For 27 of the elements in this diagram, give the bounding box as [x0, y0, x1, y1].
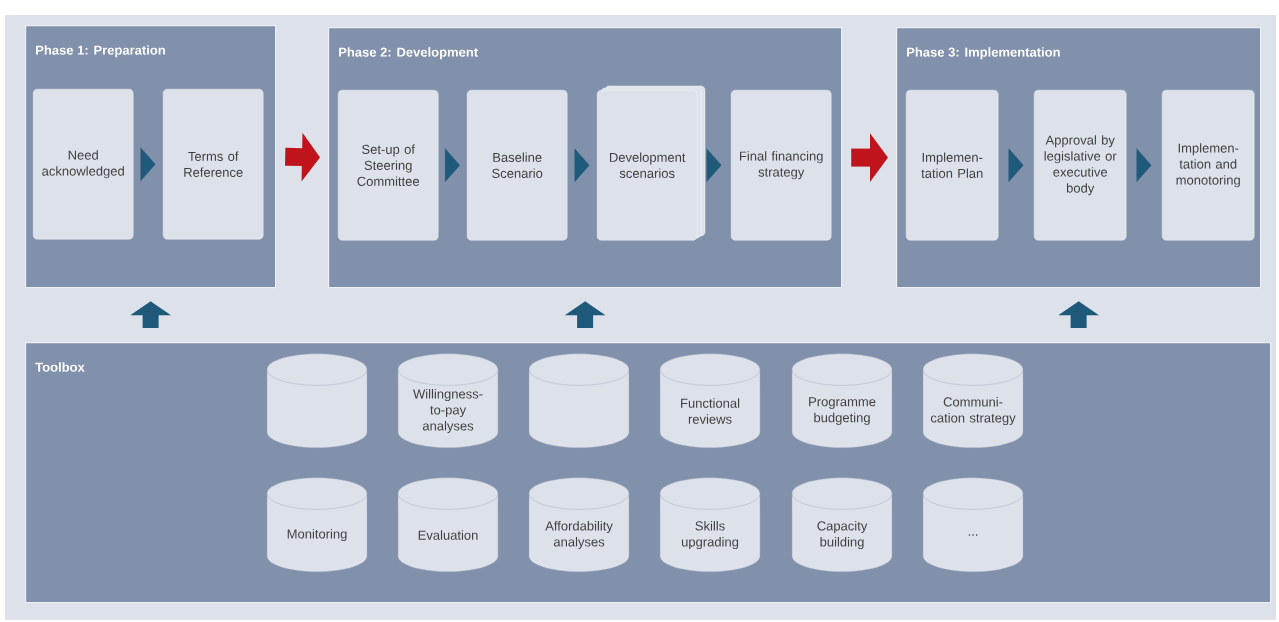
tool-cylinder: Monitoring: [266, 477, 368, 573]
tool-cylinder: Capacity building: [791, 477, 893, 573]
tool-cylinder: [266, 353, 368, 449]
tool-cylinder: [528, 353, 630, 449]
tool-cylinder: ...: [922, 477, 1024, 573]
tool-cylinder: Communi- cation strategy: [922, 353, 1024, 449]
stacked-cards: Development scenarios: [597, 85, 706, 241]
chevron-arrow: [444, 148, 460, 183]
step-card: Set-up of Steering Committee: [338, 90, 439, 241]
chevron-arrow: [574, 148, 590, 183]
step-card: Implemen- tation Plan: [906, 90, 999, 241]
step-card: Terms of Reference: [163, 89, 264, 240]
chevron-arrow: [706, 148, 722, 183]
tool-cylinder: Skills upgrading: [659, 477, 761, 573]
step-card: Final financing strategy: [731, 90, 832, 241]
chevron-arrow: [140, 147, 156, 182]
tool-cylinder: Affordability analyses: [528, 477, 630, 573]
chevron-arrow: [1008, 148, 1024, 183]
step-card: Approval by legislative or executive body: [1034, 90, 1127, 241]
step-card: Implemen- tation and monotoring: [1162, 90, 1255, 241]
tool-cylinder: Programme budgeting: [791, 353, 893, 449]
step-card: Need acknowledged: [33, 89, 134, 240]
tool-cylinder: Evaluation: [397, 477, 499, 573]
chevron-arrow: [1136, 148, 1152, 183]
tool-cylinder: Willingness- to-pay analyses: [397, 353, 499, 449]
step-card: Baseline Scenario: [467, 90, 568, 241]
tool-cylinder: Functional reviews: [659, 353, 761, 449]
